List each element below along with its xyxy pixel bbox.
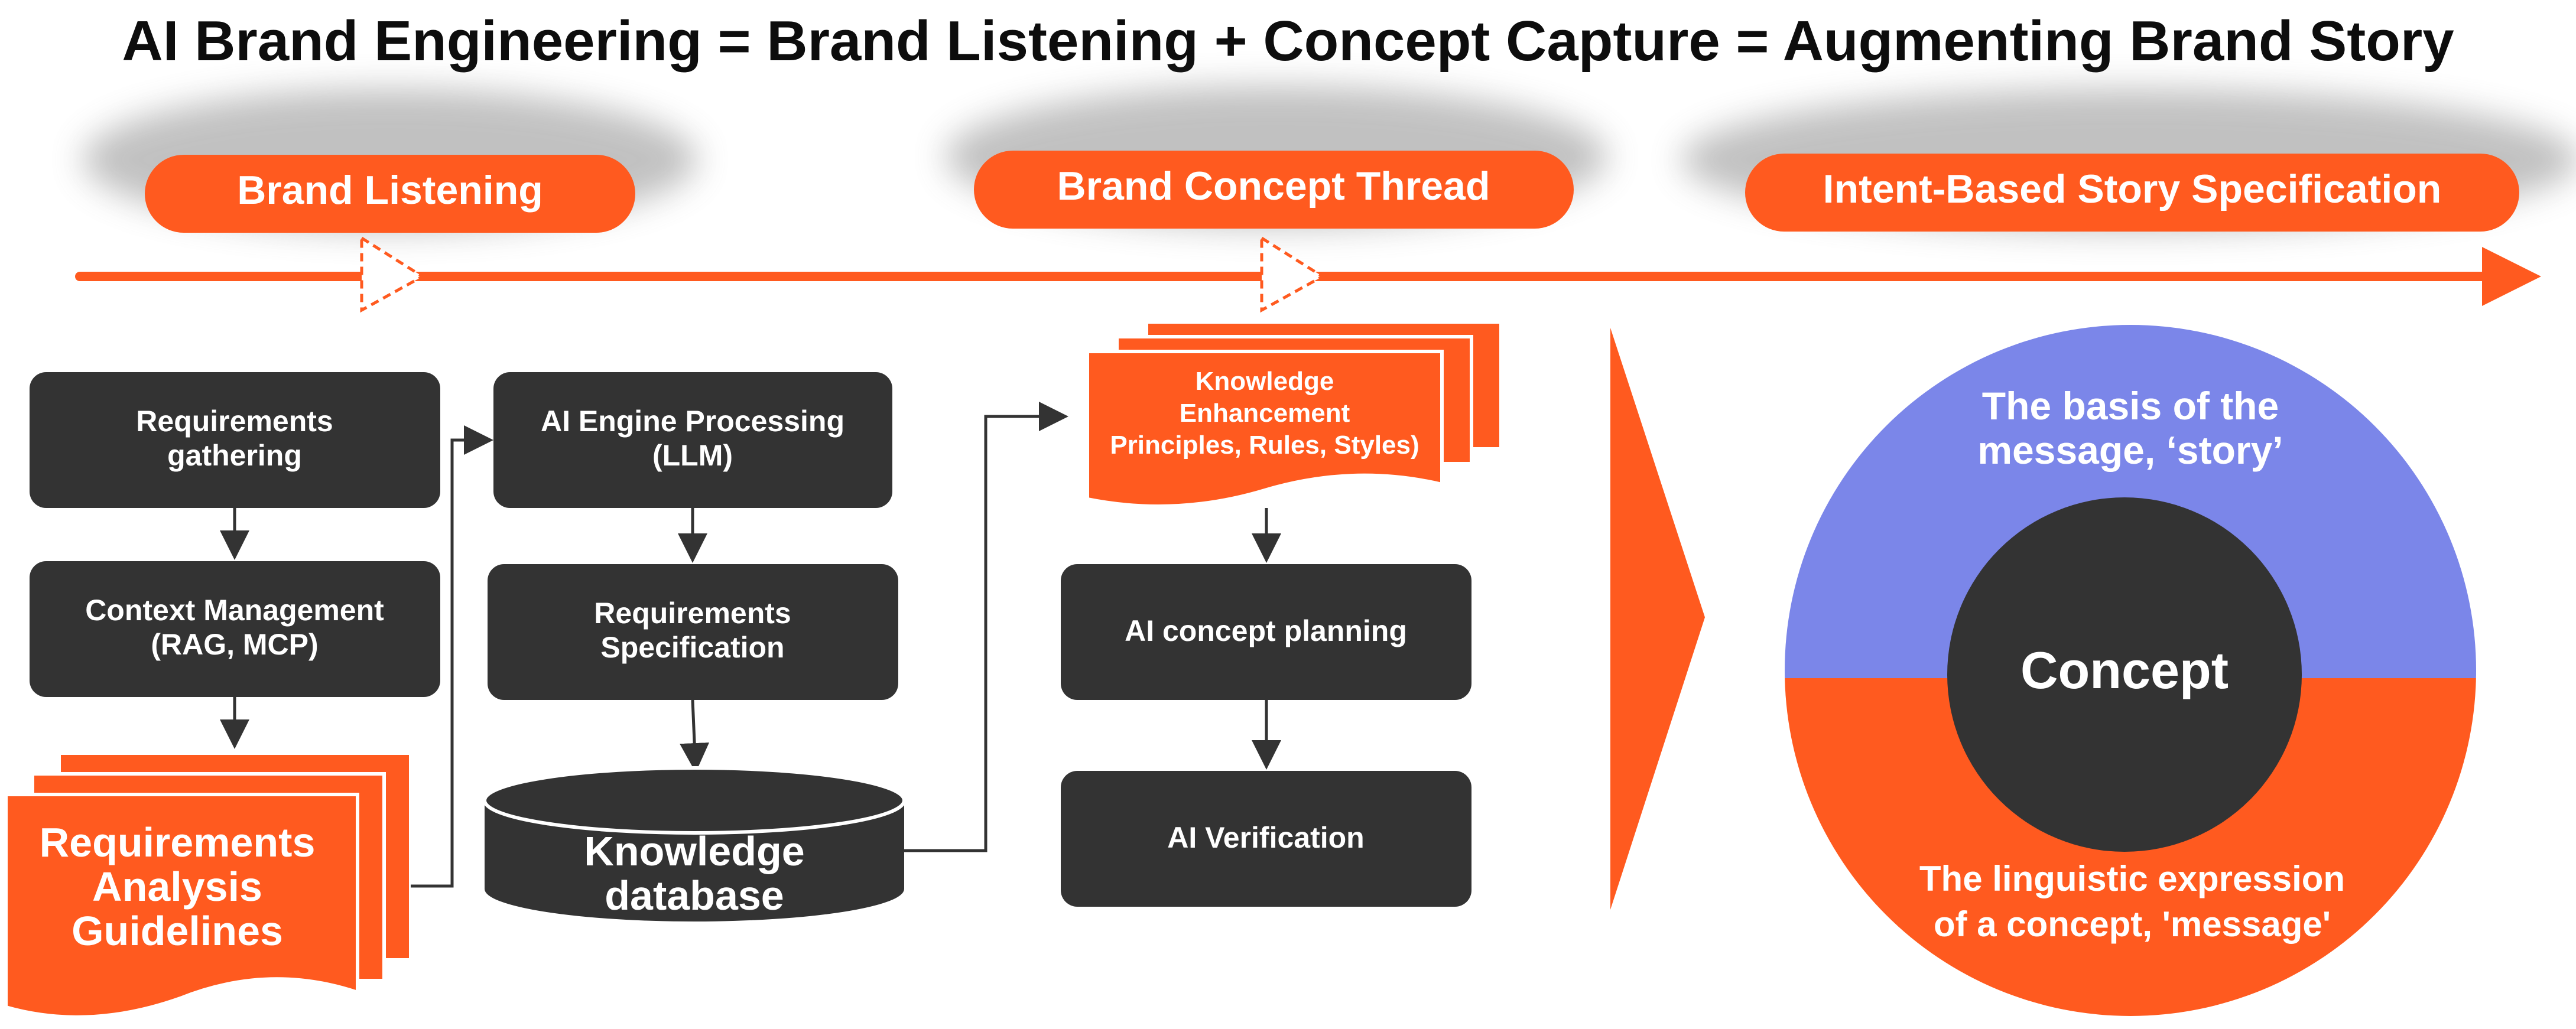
doc-label: Knowledge <box>1196 367 1334 396</box>
doc-label: Requirements <box>40 819 316 865</box>
box-label: Requirements <box>594 597 791 630</box>
doc-label: Principles, Rules, Styles) <box>1110 431 1419 460</box>
flow-connector <box>904 402 1068 852</box>
box-label: AI concept planning <box>1125 614 1407 647</box>
box-label: (LLM) <box>652 439 733 472</box>
concept-label: Concept <box>2020 641 2229 699</box>
flow-connector <box>411 425 493 888</box>
phase-pill-story-spec <box>1745 154 2519 232</box>
box-ai-verification <box>1061 771 1471 907</box>
box-label: gathering <box>167 439 302 472</box>
donut-top-text: The basis of the <box>1982 384 2279 428</box>
doc-label: Analysis <box>92 864 262 910</box>
phase-pill-brand-listening <box>145 155 635 233</box>
doc-stack-guidelines <box>4 751 412 1019</box>
box-label: AI Engine Processing <box>541 405 844 438</box>
page-title: AI Brand Engineering = Brand Listening +… <box>122 9 2454 73</box>
donut-bottom-text: of a concept, 'message' <box>1934 904 2331 944</box>
box-concept-planning <box>1061 564 1471 700</box>
database-label: database <box>605 872 784 919</box>
database-cylinder <box>483 766 906 921</box>
box-label: Specification <box>600 631 784 664</box>
chevron-right-icon <box>1610 328 1705 910</box>
phase-label-brand-listening: Brand Listening <box>237 168 543 213</box>
phase-pill-concept-thread <box>974 151 1574 229</box>
flow-arrow <box>680 699 710 773</box>
doc-label: Enhancement <box>1180 399 1350 428</box>
doc-label: Guidelines <box>72 908 283 954</box>
timeline-marker-2 <box>1260 235 1326 313</box>
box-context-management <box>30 561 440 697</box>
phase-label-concept-thread: Brand Concept Thread <box>1057 164 1490 209</box>
box-label: (RAG, MCP) <box>151 628 318 661</box>
timeline-marker-1 <box>360 235 425 313</box>
box-ai-engine <box>493 372 892 508</box>
donut-top-text: message, ‘story’ <box>1977 428 2283 472</box>
database-label: Knowledge <box>584 828 804 874</box>
timeline-arrowhead <box>2482 247 2541 306</box>
box-label: AI Verification <box>1167 821 1364 854</box>
box-requirements-gathering <box>30 372 440 508</box>
phase-label-story-spec: Intent-Based Story Specification <box>1823 167 2442 211</box>
concept-core <box>1947 497 2302 852</box>
donut-bottom-text: The linguistic expression <box>1919 859 2345 898</box>
doc-stack-knowledge-enhancement <box>1086 320 1503 508</box>
box-requirements-spec <box>488 564 898 700</box>
box-label: Requirements <box>136 405 333 438</box>
box-label: Context Management <box>85 594 384 627</box>
